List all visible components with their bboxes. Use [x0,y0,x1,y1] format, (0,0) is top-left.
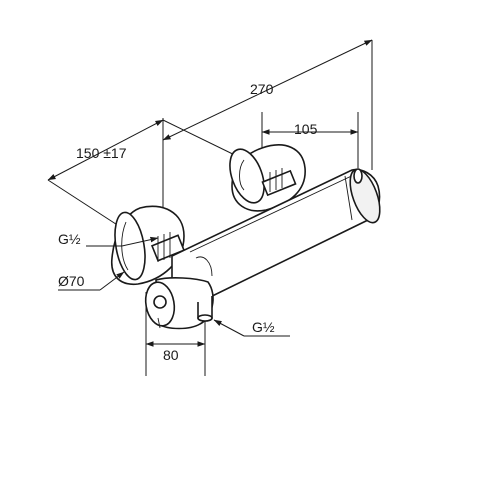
inlet-thread-label: G½ [58,231,81,247]
dimension-80-label: 80 [163,347,179,363]
dimension-105: 105 [261,112,359,168]
label-diameter: Ø70 [58,271,125,291]
dimension-150: 150 ±17 [47,119,246,229]
outlet-thread-label: G½ [252,319,275,335]
label-g-inlet: G½ [58,231,159,247]
outlet-nipple [197,296,213,322]
rosette-diameter-label: Ø70 [58,273,85,289]
label-g-outlet: G½ [213,319,290,337]
dimension-105-label: 105 [294,121,318,137]
dimension-270-label: 270 [250,81,274,97]
front-rosette [111,205,186,285]
dimension-270: 270 [162,39,373,222]
back-rosette [229,144,306,212]
dimension-80: 80 [145,292,206,376]
dimension-150-label: 150 ±17 [76,145,127,161]
